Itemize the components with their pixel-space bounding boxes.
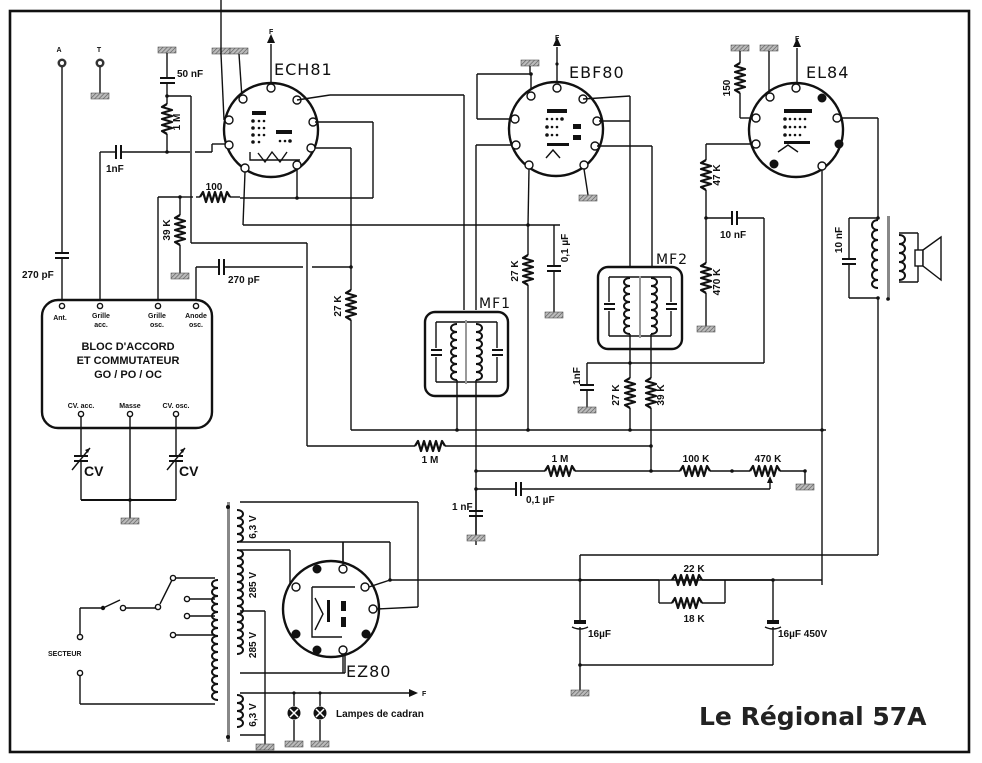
cv-acc-label: CV <box>84 463 104 479</box>
tube-ech81: F ECH81 <box>211 0 560 290</box>
pin-ant-label: Ant. <box>53 315 67 322</box>
block-title-3: GO / PO / OC <box>94 369 162 381</box>
tube-ech81-label: ECH81 <box>274 60 333 79</box>
r-39k-label: 39 K <box>162 219 173 241</box>
earth-label: T <box>97 47 102 54</box>
mains-input: SECTEUR <box>48 574 215 705</box>
r-1m-grid-label: 1 M <box>172 114 183 131</box>
r-100k-label: 100 K <box>683 454 710 465</box>
r-27k-det-label: 27 K <box>611 384 622 406</box>
svg-text:acc.: acc. <box>94 322 108 329</box>
winding-63-top-label: 6,3 V <box>248 515 259 539</box>
pin-grille-osc-label: Grille <box>148 313 166 320</box>
tube-ebf80-label: EBF80 <box>569 63 625 82</box>
filter-network: 22 K 18 K 16µF 16µF 450V <box>390 554 878 697</box>
r-100-label: 100 <box>206 182 223 193</box>
if-transformer-mf1: MF1 <box>423 95 512 545</box>
svg-text:osc.: osc. <box>189 322 203 329</box>
dial-lamps-label: Lampes de cadran <box>336 709 424 720</box>
c-osc-label: 270 pF <box>228 275 260 286</box>
r-1m-agc-label: 1 M <box>422 455 439 466</box>
variable-capacitors: CV CV <box>71 417 199 525</box>
ground-symbol <box>90 92 110 100</box>
block-title-1: BLOC D'ACCORD <box>81 341 174 353</box>
tube-ez80-label: EZ80 <box>346 662 391 681</box>
antenna-label: A <box>56 47 61 54</box>
c-16u-a-label: 16µF <box>588 629 611 640</box>
c-10n-cpl-label: 10 nF <box>720 230 746 241</box>
svg-text:F: F <box>422 691 427 698</box>
diagram-title: Le Régional 57A <box>699 702 927 731</box>
mf2-label: MF2 <box>656 252 688 268</box>
mf1-label: MF1 <box>479 296 511 312</box>
tube-el84: 150 F EL84 47 K 10 <box>696 36 879 585</box>
dial-lamps: Lampes de cadran <box>284 691 424 748</box>
r-22k-label: 22 K <box>683 564 705 575</box>
c-16u-b-label: 16µF 450V <box>778 629 827 640</box>
pot-470k-label: 470 K <box>755 454 782 465</box>
pin-cv-osc-label: CV. osc. <box>163 403 190 410</box>
speaker-icon <box>914 235 942 282</box>
pin-grille-acc-label: Grille <box>92 313 110 320</box>
r-27k-ech81: 27 K <box>333 265 826 431</box>
c-01-ebf-label: 0,1 µF <box>560 234 571 263</box>
r-1m-audio-label: 1 M <box>552 454 569 465</box>
r-39k-det-label: 39 K <box>656 384 667 406</box>
r-470k-label: 470 K <box>712 268 723 295</box>
pin-cv-acc-label: CV. acc. <box>68 403 95 410</box>
lamp-icon <box>313 706 327 720</box>
c-ant-label: 270 pF <box>22 270 54 281</box>
osc-network: 100 39 K 270 pF <box>157 182 352 430</box>
tuning-block: Ant. Grille acc. Grille osc. Anode osc. … <box>40 298 214 430</box>
output-transformer: 10 nF <box>834 216 919 555</box>
pin-masse-label: Masse <box>119 403 141 410</box>
svg-text:osc.: osc. <box>150 322 164 329</box>
tube-ebf80: F EBF80 27 K <box>476 35 652 432</box>
r-47k-label: 47 K <box>712 164 723 186</box>
r-18k-label: 18 K <box>683 614 705 625</box>
earth-input: T <box>90 47 110 100</box>
if-transformer-mf2: MF2 1nF 27 K 39 K <box>572 146 765 471</box>
tube-el84-label: EL84 <box>806 63 849 82</box>
winding-285a-label: 285 V <box>248 572 259 598</box>
block-title-2: ET COMMUTATEUR <box>77 355 180 367</box>
winding-285b-label: 285 V <box>248 632 259 658</box>
pin-anode-osc-label: Anode <box>185 313 207 320</box>
svg-text:F: F <box>795 36 800 43</box>
mains-label: SECTEUR <box>48 651 81 658</box>
c-1n-mf2-label: 1nF <box>572 367 583 385</box>
winding-63-bot-label: 6,3 V <box>248 703 259 727</box>
antenna-input: A 270 pF <box>22 47 69 300</box>
power-transformer: 6,3 V 285 V 285 V 6,3 V F <box>211 501 427 751</box>
c-1n-det-label: 1 nF <box>452 502 473 513</box>
cv-osc-label: CV <box>179 463 199 479</box>
grid-network: 50 nF 1 M 1nF <box>99 46 226 300</box>
svg-text:F: F <box>555 35 560 42</box>
frame <box>8 9 971 754</box>
c-10n-out-label: 10 nF <box>834 227 845 253</box>
c-01-coupling-label: 0,1 µF <box>526 495 555 506</box>
r-150-label: 150 <box>722 79 733 96</box>
detector-network: 1 M 1 M 100 K 470 K 0,1 µF 1 nF <box>306 430 815 542</box>
r-27k-ebf-label: 27 K <box>510 260 521 282</box>
r-27k-ech-label: 27 K <box>333 295 344 317</box>
lamp-icon <box>287 706 301 720</box>
tube-ez80: EZ80 <box>281 542 419 681</box>
filament-f-label: F <box>269 29 274 36</box>
c-50n-label: 50 nF <box>177 69 203 80</box>
c-grid-label: 1nF <box>106 164 124 175</box>
